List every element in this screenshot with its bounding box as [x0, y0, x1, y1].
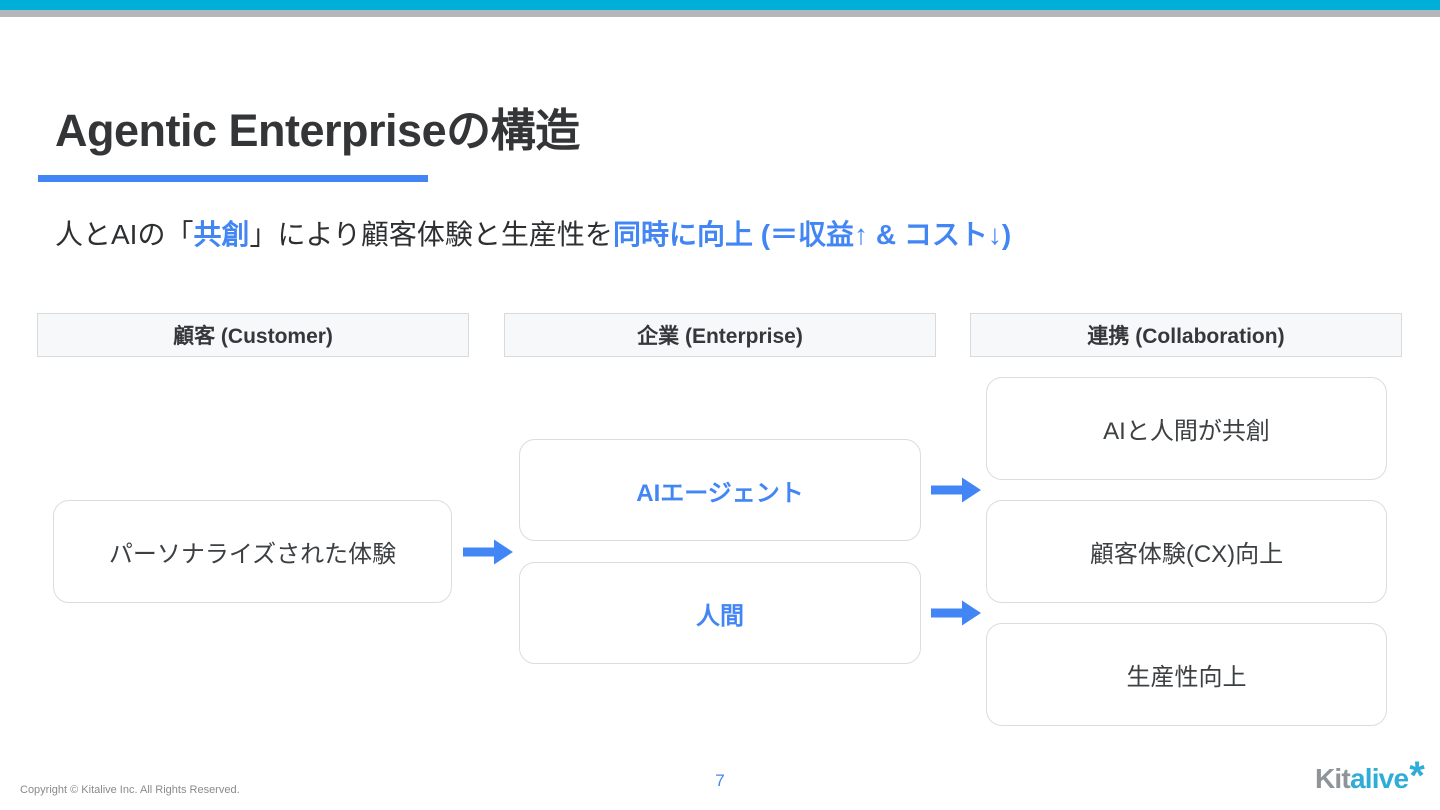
box-cx-improvement-label: 顧客体験(CX)向上 — [1089, 541, 1284, 568]
box-human-label: 人間 — [696, 602, 744, 630]
box-ai-human-cocreate-label: AIと人間が共創 — [1103, 418, 1270, 445]
copyright-notice: Copyright © Kitalive Inc. All Rights Res… — [20, 784, 240, 796]
top-accent-bar — [0, 0, 1440, 10]
arrow-right-icon — [463, 538, 513, 566]
arrow-right-icon — [931, 599, 981, 627]
slide-subtitle: 人とAIの「共創」により顧客体験と生産性を同時に向上 (＝収益↑ & コスト↓) — [55, 213, 1011, 253]
box-personalized-experience: パーソナライズされた体験 — [53, 500, 452, 603]
box-personalized-experience-label: パーソナライズされた体験 — [108, 541, 397, 568]
subtitle-text: 人とAIの「 — [55, 219, 194, 250]
top-secondary-bar — [0, 10, 1440, 17]
box-productivity-improvement-label: 生産性向上 — [1126, 664, 1247, 691]
title-underline — [38, 175, 428, 182]
arrow-right-icon — [931, 476, 981, 504]
column-header-customer: 顧客 (Customer) — [37, 313, 469, 357]
kitalive-logo: Kitalive* — [1315, 756, 1425, 796]
logo-text-kit: Kit — [1315, 763, 1351, 794]
box-ai-human-cocreate: AIと人間が共創 — [986, 377, 1387, 480]
asterisk-icon: * — [1409, 754, 1425, 798]
page-number: 7 — [715, 771, 725, 790]
slide-title: Agentic Enterpriseの構造 — [55, 105, 580, 156]
column-header-collaboration: 連携 (Collaboration) — [970, 313, 1402, 357]
subtitle-highlight-kyousou: 共創 — [193, 219, 250, 250]
box-ai-agent-label: AIエージェント — [636, 479, 804, 507]
column-header-enterprise-label: 企業 (Enterprise) — [637, 325, 803, 348]
column-header-enterprise: 企業 (Enterprise) — [504, 313, 936, 357]
box-cx-improvement: 顧客体験(CX)向上 — [986, 500, 1387, 603]
box-ai-agent: AIエージェント — [519, 439, 921, 541]
box-human: 人間 — [519, 562, 921, 664]
subtitle-text: 」により顧客体験と生産性を — [249, 219, 613, 250]
subtitle-highlight-improve: 同時に向上 (＝収益↑ & コスト↓) — [612, 219, 1012, 250]
column-header-collaboration-label: 連携 (Collaboration) — [1087, 325, 1285, 348]
logo-text-alive: alive — [1349, 763, 1409, 794]
box-productivity-improvement: 生産性向上 — [986, 623, 1387, 726]
column-header-customer-label: 顧客 (Customer) — [173, 325, 333, 348]
